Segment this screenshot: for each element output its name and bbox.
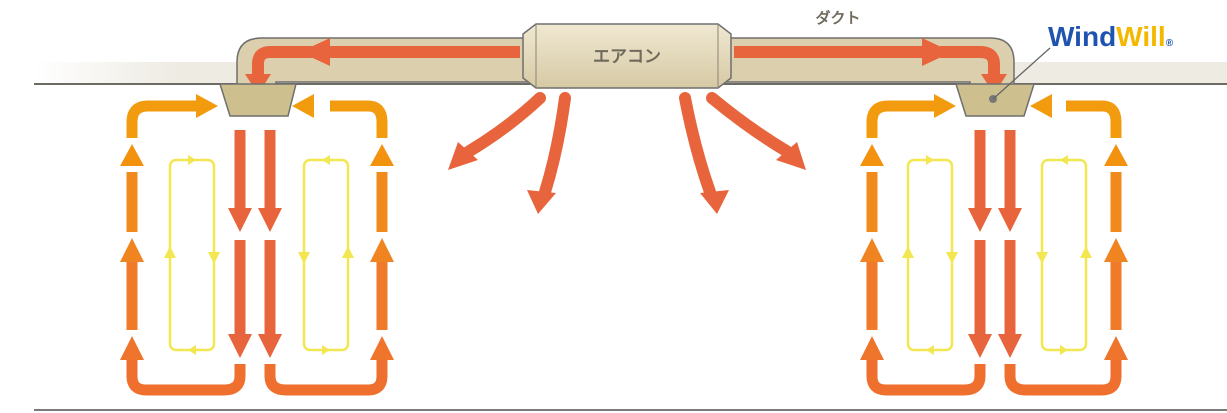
brand-logo-will: Will (1116, 21, 1166, 52)
output-arrow-2 (539, 92, 571, 198)
circulation-right (860, 94, 1128, 396)
brand-logo: WindWill® (1048, 21, 1174, 52)
diffuser-left (218, 83, 297, 117)
aircon-output-arrows (462, 92, 794, 198)
aircon-output-arrowheads (448, 142, 806, 214)
output-arrow-4 (706, 92, 794, 158)
brand-leader-line (992, 47, 1051, 100)
circulation-left (120, 94, 394, 396)
output-arrow-3 (679, 92, 716, 198)
duct-airflow-right (734, 46, 1000, 76)
brand-logo-mark: ® (1166, 38, 1174, 49)
brand-logo-wind: Wind (1048, 21, 1116, 52)
duct-label: ダクト (815, 9, 860, 27)
duct-airflow-left (252, 46, 520, 76)
output-arrow-1 (462, 92, 546, 158)
aircon-unit (522, 23, 732, 89)
aircon-label: エアコン (593, 47, 661, 67)
